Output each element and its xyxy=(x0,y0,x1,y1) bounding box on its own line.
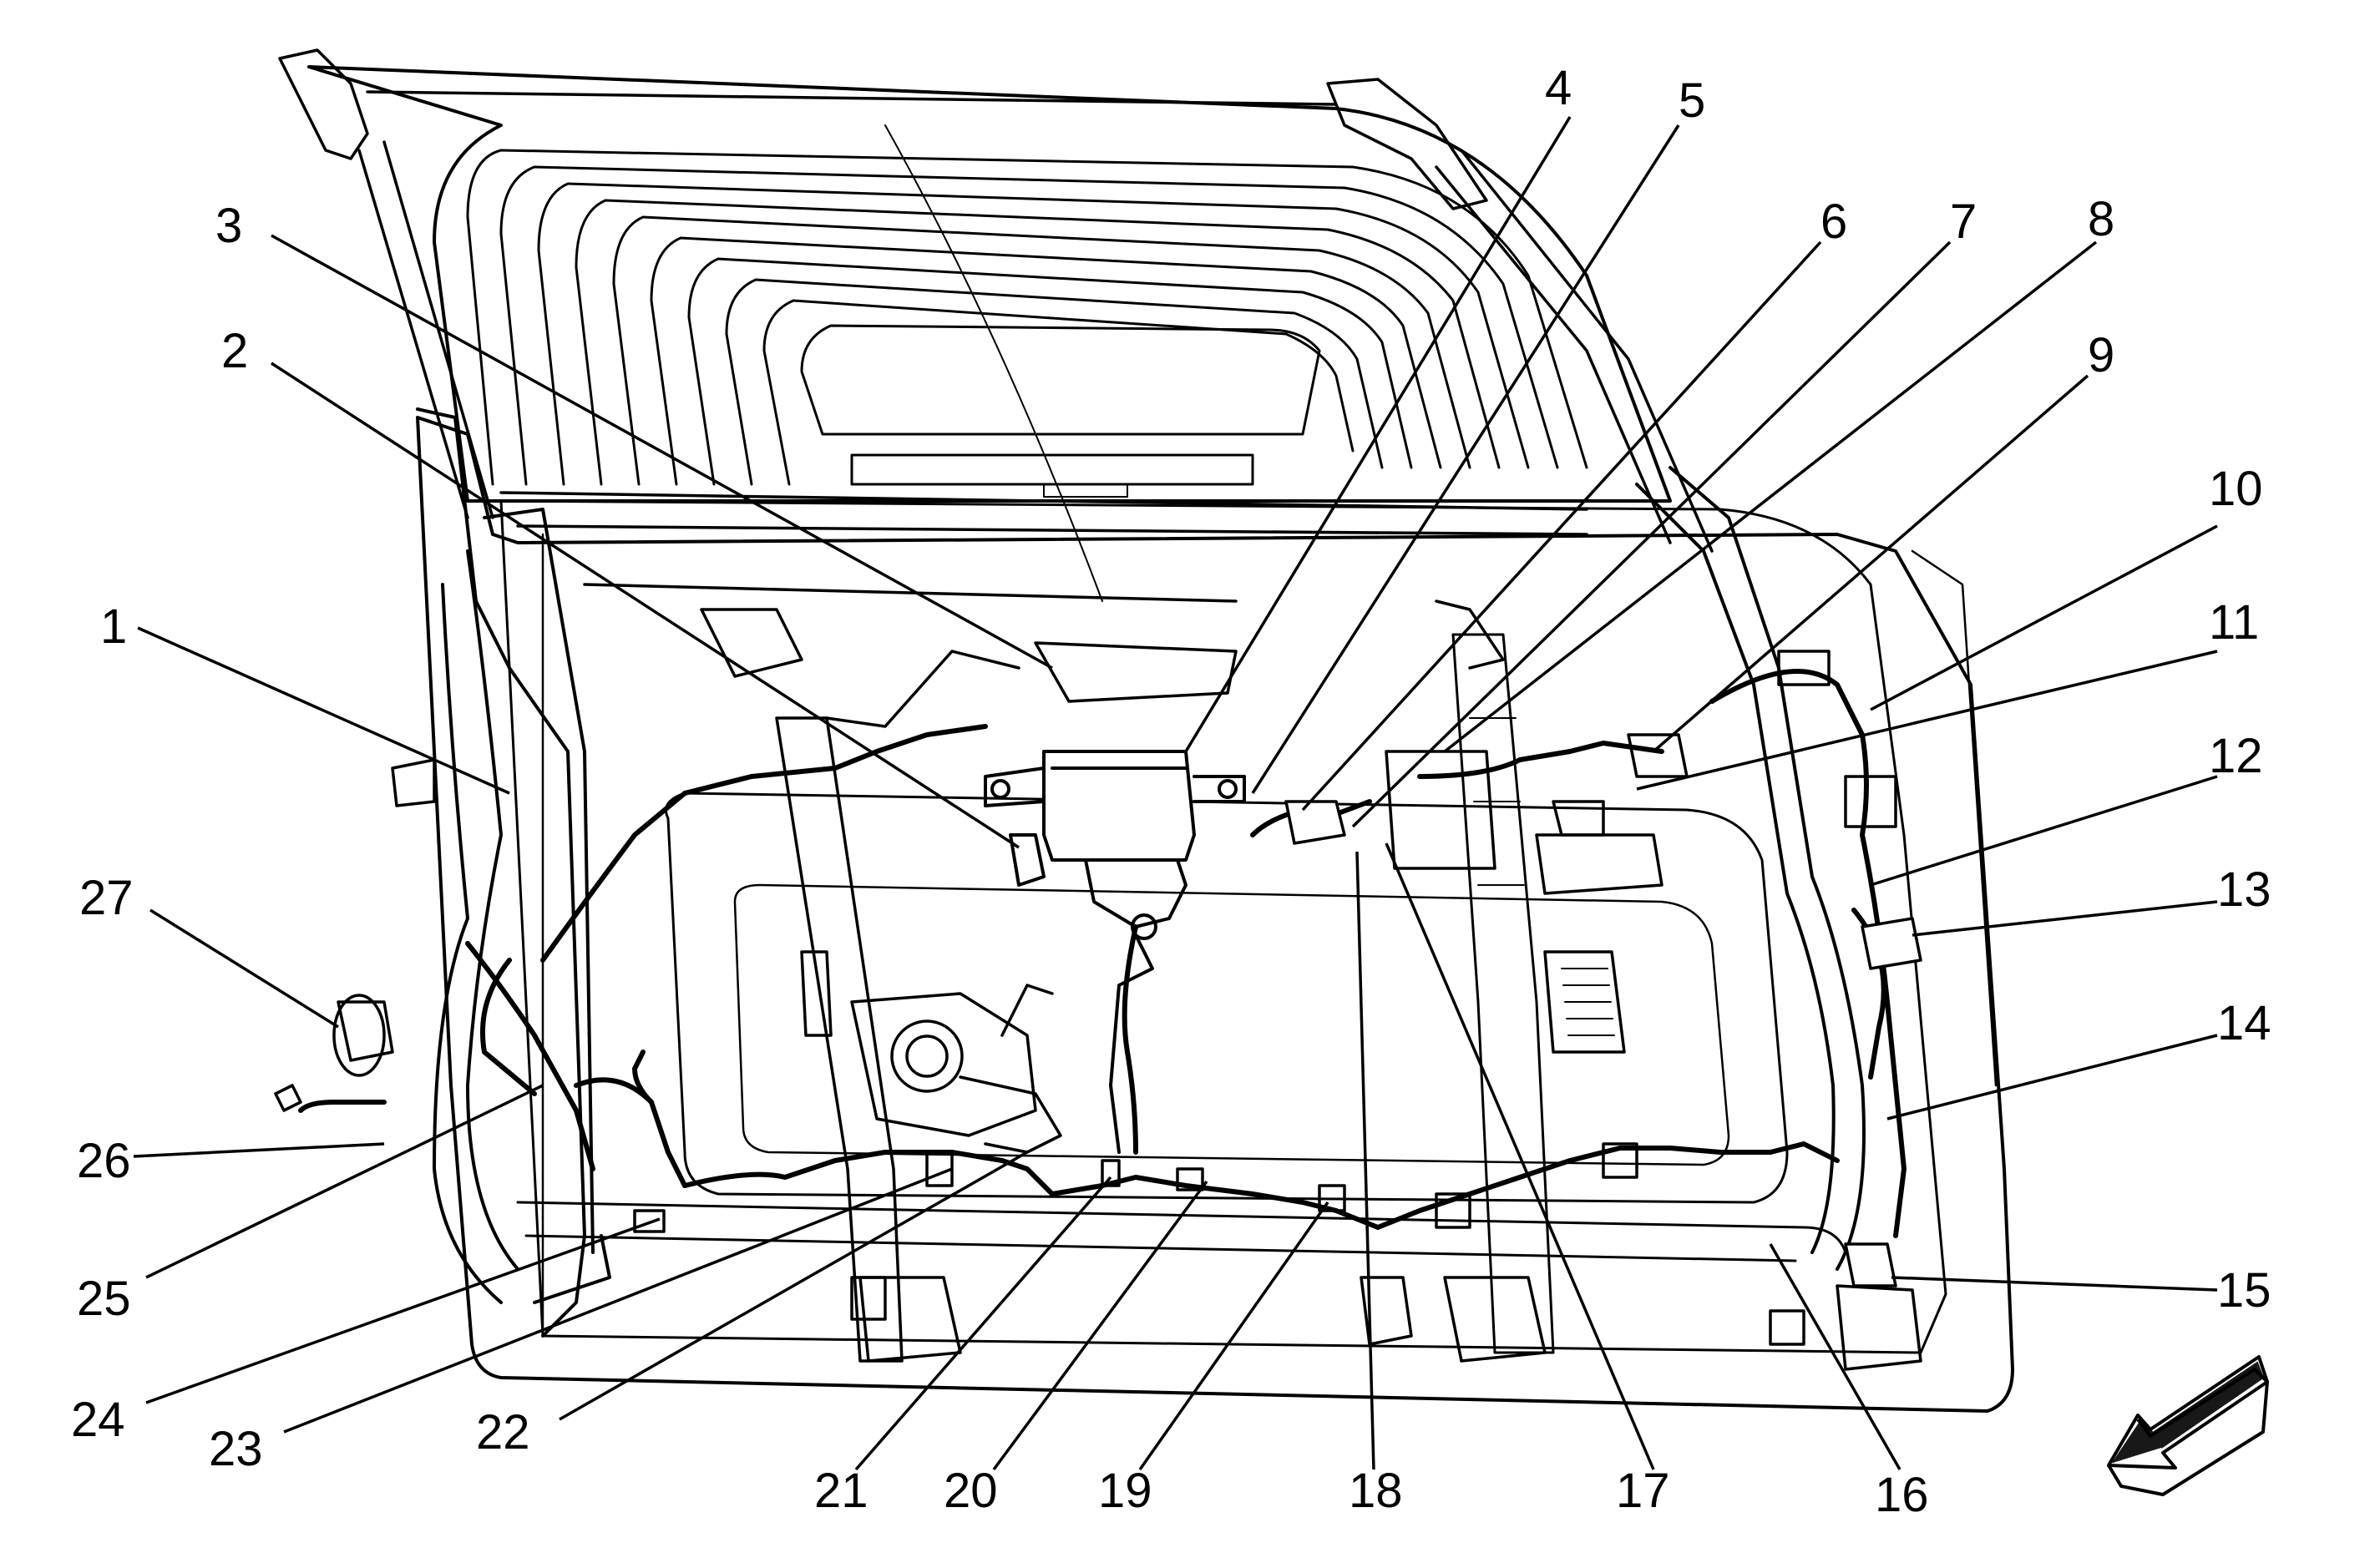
callout-15: 15 xyxy=(2217,1263,2271,1318)
left-side-rail xyxy=(416,407,611,1338)
callout-6: 6 xyxy=(1820,195,1847,249)
liftgate-control-module xyxy=(984,750,1246,1154)
callout-14: 14 xyxy=(2217,996,2271,1050)
right-side-rail xyxy=(1451,466,1866,1354)
callout-5: 5 xyxy=(1679,73,1705,128)
callout-18: 18 xyxy=(1349,1464,1403,1518)
callout-20: 20 xyxy=(944,1464,998,1518)
callout-25: 25 xyxy=(77,1272,131,1326)
callout-4: 4 xyxy=(1545,61,1572,115)
upper-trim-header xyxy=(499,491,1663,895)
callout-8: 8 xyxy=(2088,192,2114,246)
callout-labels: 1 2 3 4 5 6 7 8 9 10 11 12 13 14 15 16 1… xyxy=(71,61,2271,1522)
callout-13: 13 xyxy=(2217,862,2271,917)
callout-21: 21 xyxy=(814,1464,868,1518)
callout-1: 1 xyxy=(100,599,127,654)
callout-7: 7 xyxy=(1950,195,1977,249)
right-window-regulator xyxy=(1435,599,1626,1363)
callout-23: 23 xyxy=(209,1422,263,1476)
callout-9: 9 xyxy=(2088,328,2114,382)
callout-3: 3 xyxy=(215,199,242,253)
callout-12: 12 xyxy=(2209,729,2263,783)
callout-22: 22 xyxy=(476,1405,530,1459)
callout-27: 27 xyxy=(79,871,134,925)
callout-2: 2 xyxy=(221,324,248,378)
front-direction-arrow-icon xyxy=(2107,1355,2269,1496)
liftgate-inner-panel xyxy=(416,416,2014,1413)
connectors xyxy=(274,650,1922,1371)
callout-19: 19 xyxy=(1098,1464,1152,1518)
window-regulator-motor xyxy=(850,984,1062,1154)
callout-leaders xyxy=(133,116,2218,1471)
callout-16: 16 xyxy=(1875,1468,1929,1522)
callout-24: 24 xyxy=(71,1393,125,1447)
callout-11: 11 xyxy=(2209,595,2259,650)
callout-26: 26 xyxy=(77,1134,131,1188)
left-window-regulator xyxy=(700,608,1020,1363)
liftgate-top-rail xyxy=(278,48,1714,553)
callout-17: 17 xyxy=(1616,1464,1670,1518)
callout-10: 10 xyxy=(2209,462,2263,516)
